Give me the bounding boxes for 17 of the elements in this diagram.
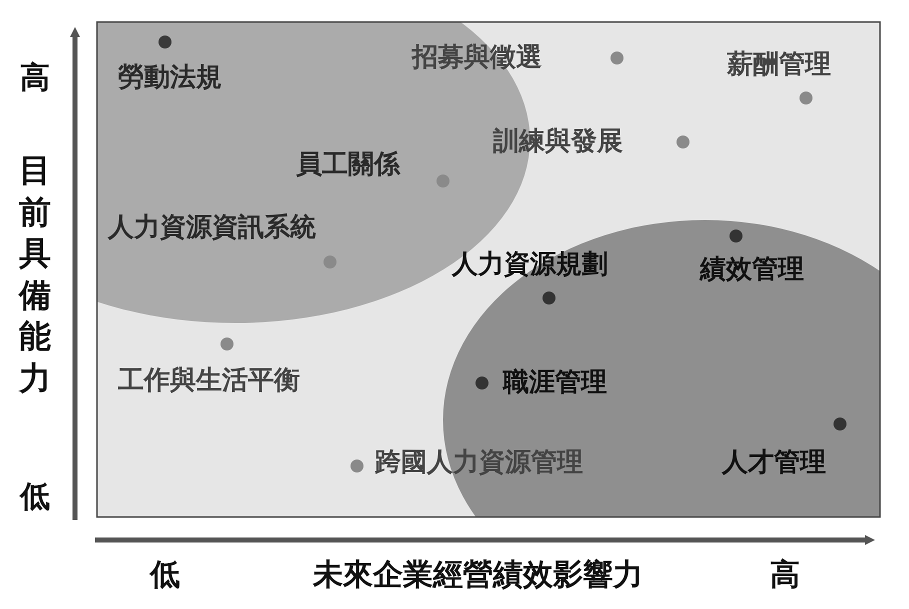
axis-title: 未來企業經營績效影響力 bbox=[313, 558, 643, 592]
point-label: 人力資源資訊系統 bbox=[108, 214, 316, 242]
point-label: 員工關係 bbox=[296, 150, 400, 180]
axis-title: 高 bbox=[770, 558, 800, 592]
point-label: 招募與徵選 bbox=[412, 44, 542, 72]
axis-title: 低 bbox=[150, 558, 180, 592]
point-label: 訓練與發展 bbox=[493, 128, 623, 156]
point-label: 人才管理 bbox=[722, 448, 826, 478]
point-label: 跨國人力資源管理 bbox=[375, 448, 583, 478]
axis-end-label: 高 bbox=[20, 62, 50, 94]
axis-title: 目前具備能力 bbox=[19, 150, 51, 399]
point-label: 績效管理 bbox=[700, 256, 804, 284]
point-label: 薪酬管理 bbox=[727, 50, 831, 80]
point-label: 職涯管理 bbox=[503, 368, 607, 398]
axis-end-label: 低 bbox=[20, 480, 50, 514]
point-label: 工作與生活平衡 bbox=[118, 366, 300, 396]
point-label: 勞動法規 bbox=[118, 64, 222, 92]
